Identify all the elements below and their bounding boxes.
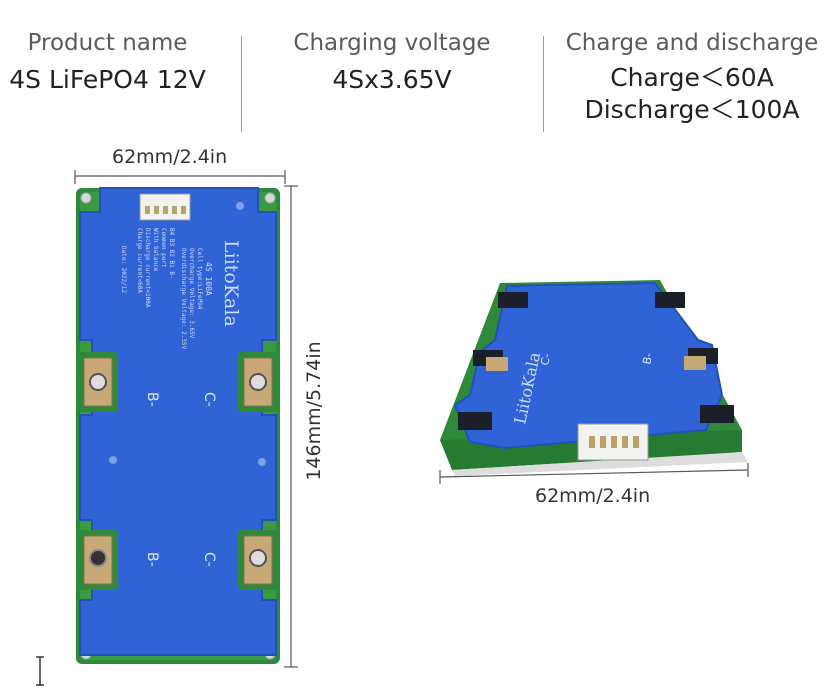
angled-terminal-label-c: C- [538, 352, 553, 366]
dimension-top-width: 62mm/2.4in [112, 146, 228, 168]
dimension-line-angled [439, 463, 749, 484]
board-charge-current: Charge current<60A [136, 228, 143, 293]
terminal-label-c: C- [201, 392, 217, 407]
dimension-line-top [74, 170, 286, 184]
text-cursor-icon [36, 656, 44, 686]
board-common-port: Common port [160, 228, 167, 268]
spec-label: Product name [27, 30, 188, 56]
spec-charge-discharge: Charge and discharge Charge＜60A Discharg… [557, 30, 827, 126]
angled-terminal-label-b: B- [640, 352, 655, 366]
terminal-pads [78, 352, 278, 590]
board-balance: With balance [152, 228, 159, 272]
board-date: Date: 2022/12 [120, 246, 127, 293]
terminal-label-b: B- [144, 552, 160, 567]
spec-label: Charging voltage [293, 30, 491, 56]
board-brand: LiitoKala [220, 240, 242, 327]
bms-board-angled-view: LiitoKala C- B- [440, 280, 748, 476]
spec-value: Discharge＜100A [584, 95, 800, 124]
board-pins: B4 B3 B2 B1 B- [168, 228, 175, 279]
board-overdischarge: Overdischarge Voltage: 2.35V [180, 248, 187, 350]
spec-charging-voltage: Charging voltage 4Sx3.65V [272, 30, 512, 96]
bms-board-top-view: B- C- B- C- LiitoKala 4S 100A Cell type:… [76, 187, 280, 664]
board-overcharge: Overcharge Voltage: 3.65V [188, 248, 195, 339]
dimension-angled-width: 62mm/2.4in [535, 485, 651, 507]
spec-value: Charge＜60A [610, 63, 774, 92]
spec-value: 4S LiFePO4 12V [9, 65, 206, 94]
spec-product-name: Product name 4S LiFePO4 12V [0, 30, 215, 96]
terminal-label-c: C- [201, 552, 217, 567]
divider [241, 36, 242, 132]
terminal-label-b: B- [144, 392, 160, 407]
divider [543, 36, 544, 132]
spec-value: 4Sx3.65V [332, 65, 452, 94]
board-cell-type: Cell type:LiFePO4 [196, 248, 203, 310]
board-model: 4S 100A [204, 262, 213, 296]
spec-label: Charge and discharge [565, 30, 819, 56]
dimension-line-vertical [284, 185, 298, 668]
board-discharge-current: Discharge current<100A [144, 228, 151, 308]
